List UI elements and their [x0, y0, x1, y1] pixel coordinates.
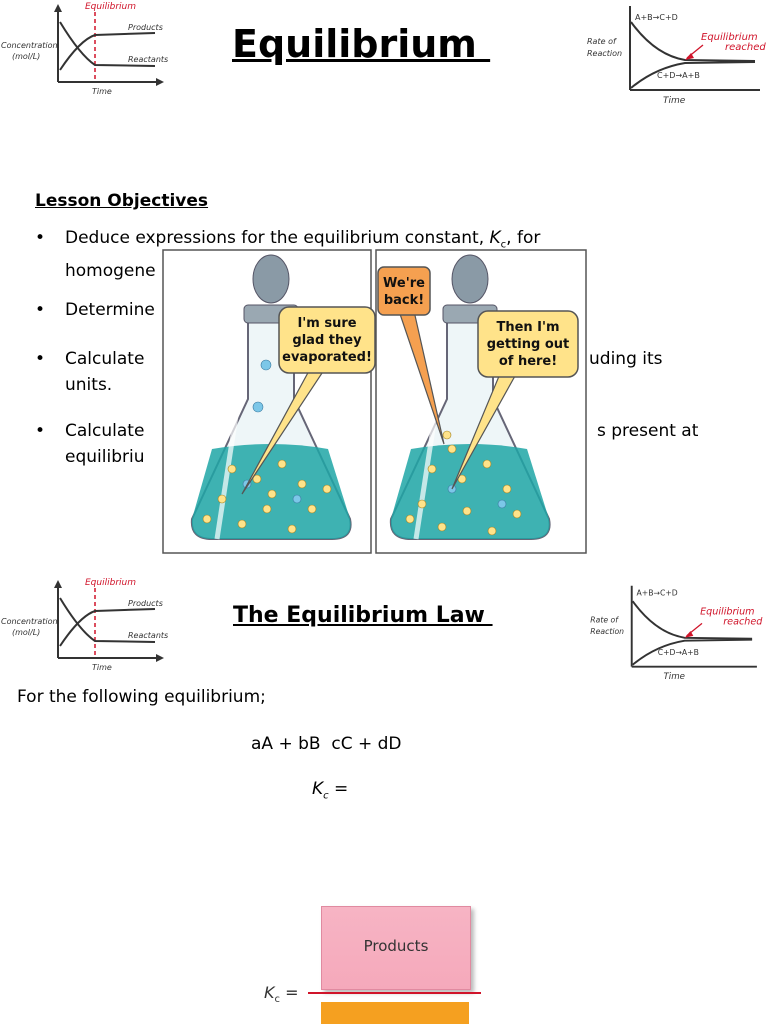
products-box: Products: [321, 906, 471, 990]
rate-ylabel-2: Reaction: [587, 49, 622, 58]
graph-ylabel-1: Concentration: [1, 41, 58, 50]
bubble-right-line-2: getting out: [487, 337, 570, 352]
graph-lower-curve-label: Reactants: [128, 55, 168, 64]
kc-expression: Kc =: [312, 779, 348, 801]
bubble-right-line-1: Then I'm: [496, 320, 559, 335]
rate-ylabel-1: Rate of: [590, 615, 619, 624]
bubble-top-line-2: back!: [384, 293, 424, 308]
products-label: Products: [363, 937, 429, 955]
objective-1-suffix: , for: [506, 228, 541, 248]
flask-cartoon: I'm sure glad they evaporated! We're bac…: [162, 249, 587, 554]
graph-upper-curve-label: Products: [128, 23, 163, 32]
graph-xlabel: Time: [92, 663, 112, 672]
kc-sub: c: [500, 239, 507, 251]
graph-ylabel-1: Concentration: [1, 617, 58, 626]
rate-forward-label: A+B→C+D: [637, 588, 678, 597]
bullet-dot: •: [35, 349, 46, 369]
rate-annot-1: Equilibrium: [701, 32, 758, 43]
rate-time-graph: A+B→C+D C+D→A+B Equilibrium reached Rate…: [587, 6, 766, 106]
objectives-heading: Lesson Objectives: [35, 191, 209, 211]
objective-2-text: Determine: [65, 300, 155, 320]
rate-reverse-label: C+D→A+B: [658, 648, 699, 657]
bubble-right-line-3: of here!: [499, 354, 557, 369]
bubble-left-line-3: evaporated!: [282, 350, 372, 365]
concentration-time-graph: Equilibrium Products Reactants Concentra…: [1, 2, 168, 96]
bubble-top-line-1: We're: [383, 276, 425, 291]
page-title: Equilibrium: [232, 22, 491, 66]
figure-kc-symbol: K: [264, 983, 275, 1002]
graph-lower-curve-label: Reactants: [128, 631, 168, 640]
rate-annot-2: reached: [725, 42, 766, 53]
rate-annot-1: Equilibrium: [700, 607, 754, 618]
fraction-bar: [308, 992, 481, 994]
rate-annot-2: reached: [723, 616, 763, 627]
kc-equals: =: [328, 779, 349, 799]
concentration-time-graph-2: Equilibrium Products Reactants Concentra…: [1, 578, 168, 672]
objective-4-text: Calculate: [65, 421, 145, 441]
bullet-dot: •: [35, 300, 46, 320]
rate-xlabel: Time: [664, 672, 685, 682]
objective-3-text: Calculate: [65, 349, 145, 369]
rate-reverse-label: C+D→A+B: [657, 71, 700, 80]
figure-kc-sub: c: [274, 994, 281, 1006]
figure-kc-equals: =: [280, 983, 299, 1002]
kc-k: K: [489, 228, 501, 248]
graph-marker-label: Equilibrium: [85, 578, 136, 588]
reactants-box: [321, 1002, 469, 1024]
rate-forward-label: A+B→C+D: [635, 13, 678, 22]
graph-ylabel-2: (mol/L): [12, 628, 40, 637]
objective-4-tail: s present at: [597, 421, 699, 441]
rate-time-graph-2: A+B→C+D C+D→A+B Equilibrium reached Rate…: [590, 585, 763, 682]
figure-kc: Kc =: [264, 983, 299, 1005]
bullet-dot: •: [35, 421, 46, 441]
objective-4-line2: equilibriu: [65, 447, 145, 467]
bubble-left-line-1: I'm sure: [297, 316, 356, 331]
objectives-list: • Deduce expressions for the equilibrium…: [35, 225, 735, 485]
intro-text: For the following equilibrium;: [17, 687, 266, 707]
graph-upper-curve-label: Products: [128, 599, 163, 608]
reaction-equation: aA + bB cC + dD: [251, 734, 402, 754]
rate-ylabel-2: Reaction: [590, 627, 624, 636]
kc-subscript: c: [323, 790, 329, 802]
graph-xlabel: Time: [92, 87, 112, 96]
bullet-dot: •: [35, 228, 46, 248]
graph-marker-label: Equilibrium: [85, 2, 136, 12]
graph-ylabel-2: (mol/L): [12, 52, 40, 61]
objective-3-tail: uding its: [589, 349, 663, 369]
rate-ylabel-1: Rate of: [587, 37, 617, 46]
kc-symbol: K: [312, 779, 324, 799]
objective-1-text: Deduce expressions for the equilibrium c…: [65, 228, 490, 248]
objective-3-line2: units.: [65, 375, 113, 395]
objective-1-line2: homogene: [65, 261, 156, 282]
rate-xlabel: Time: [663, 96, 686, 106]
bubble-left-line-2: glad they: [292, 333, 362, 348]
section-title: The Equilibrium Law: [233, 603, 493, 628]
